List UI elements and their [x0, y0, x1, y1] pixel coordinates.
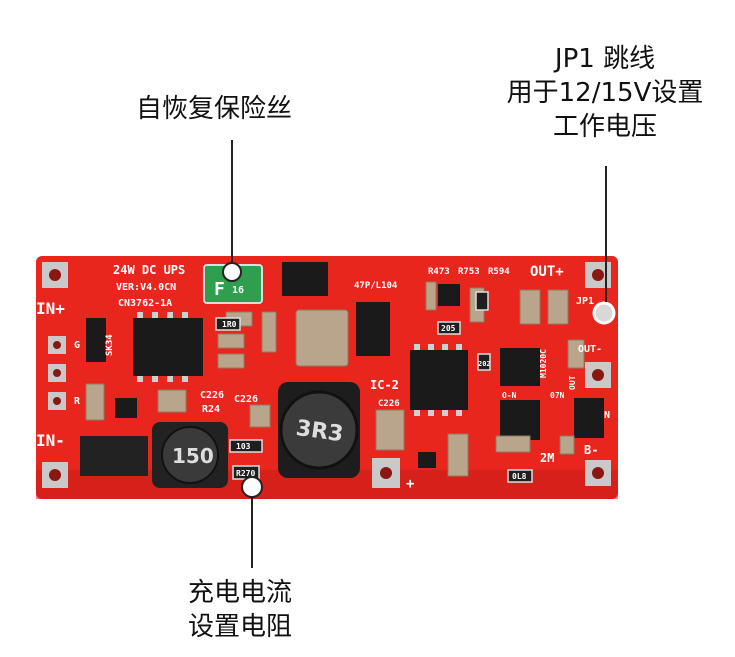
mosfet-2: [356, 302, 390, 356]
silk-r753: R753: [458, 267, 480, 277]
silk-c226-c: C226: [378, 399, 400, 409]
resistor-marking-1: 1R0: [222, 320, 237, 329]
capacitors: [85, 281, 585, 477]
diode-sk34: [86, 318, 106, 362]
mosfet-1: [282, 262, 328, 296]
silk-version: VER:V4.0CN: [116, 282, 176, 293]
jp1-callout: JP1 跳线 用于12/15V设置 工作电压: [494, 42, 716, 144]
jp1-callout-line-2: 用于12/15V设置: [506, 78, 704, 108]
sense-resistor-marking: R270: [236, 469, 255, 478]
silk-sk34: SK34: [105, 334, 115, 356]
silk-title: 24W DC UPS: [113, 263, 185, 277]
silk-r24: R24: [202, 404, 220, 415]
silk-c226-b: C226: [234, 394, 258, 405]
silk-out-plus: OUT+: [530, 264, 564, 280]
silk-c226-a: C226: [200, 390, 224, 401]
mosfet-3: [500, 348, 540, 386]
ic-2: [410, 350, 468, 410]
fuse-marking: F: [214, 279, 225, 300]
silk-n: N: [604, 410, 610, 421]
mosfet-4: [500, 400, 540, 440]
ic-pins: [137, 312, 462, 416]
fuse-callout-text: 自恢复保险丝: [136, 94, 293, 124]
mosfet-5: [574, 398, 604, 438]
inductor-small-core: [161, 426, 219, 484]
diode-bottom: [80, 436, 148, 476]
resistors: [215, 291, 533, 483]
silk-m1020: M1020C: [539, 349, 548, 378]
silk-jp1: JP1: [576, 296, 594, 307]
pad-holes: [49, 269, 604, 481]
callout-lines: [231, 140, 607, 568]
jp1-jumper: [592, 301, 616, 325]
silk-chip: CN3762-1A: [118, 298, 172, 309]
silk-r473: R473: [428, 267, 450, 277]
fuse-callout-marker: [222, 262, 242, 282]
silk-l104: 47P/L104: [354, 281, 398, 291]
resistor-marking-6: 0L8: [512, 472, 527, 481]
silk-b-minus: B-: [584, 443, 598, 457]
silk-out-v: OUT: [568, 375, 577, 390]
silk-in-plus: IN+: [36, 299, 65, 318]
silk-out-minus: OUT-: [578, 344, 602, 355]
silk-07n: 07N: [550, 391, 565, 400]
silk-b-plus: +: [406, 476, 414, 492]
ic-chips: [80, 262, 604, 476]
inductor-small-marking: 150: [172, 444, 214, 468]
silk-o-n: O-N: [502, 391, 517, 400]
silk-2m: 2M: [540, 451, 554, 465]
silk-in-minus: IN-: [36, 431, 65, 450]
transistor-2: [115, 398, 137, 418]
silk-g: G: [74, 340, 80, 351]
resistor-callout-marker: [241, 476, 263, 498]
ic-charger: [133, 318, 203, 376]
silk-ic2: IC-2: [370, 378, 399, 392]
transistor-3: [418, 452, 436, 468]
inductor-large-core: [279, 390, 359, 470]
silk-r594: R594: [488, 267, 510, 277]
transistor-1: [438, 284, 460, 306]
jp1-callout-line-1: JP1 跳线: [554, 44, 656, 74]
fuse-callout: 自恢复保险丝: [136, 92, 292, 126]
resistor-callout: 充电电流 设置电阻: [188, 576, 292, 644]
jp1-callout-line-3: 工作电压: [552, 112, 657, 142]
resistor-callout-line-2: 设置电阻: [188, 612, 293, 642]
fuse-code: 16: [232, 285, 244, 296]
resistor-marking-2: 202: [478, 360, 491, 368]
silk-r: R: [74, 396, 81, 407]
resistor-marking-5: 103: [236, 442, 251, 451]
resistor-marking-4: 205: [441, 324, 456, 333]
resistor-callout-line-1: 充电电流: [188, 578, 293, 608]
